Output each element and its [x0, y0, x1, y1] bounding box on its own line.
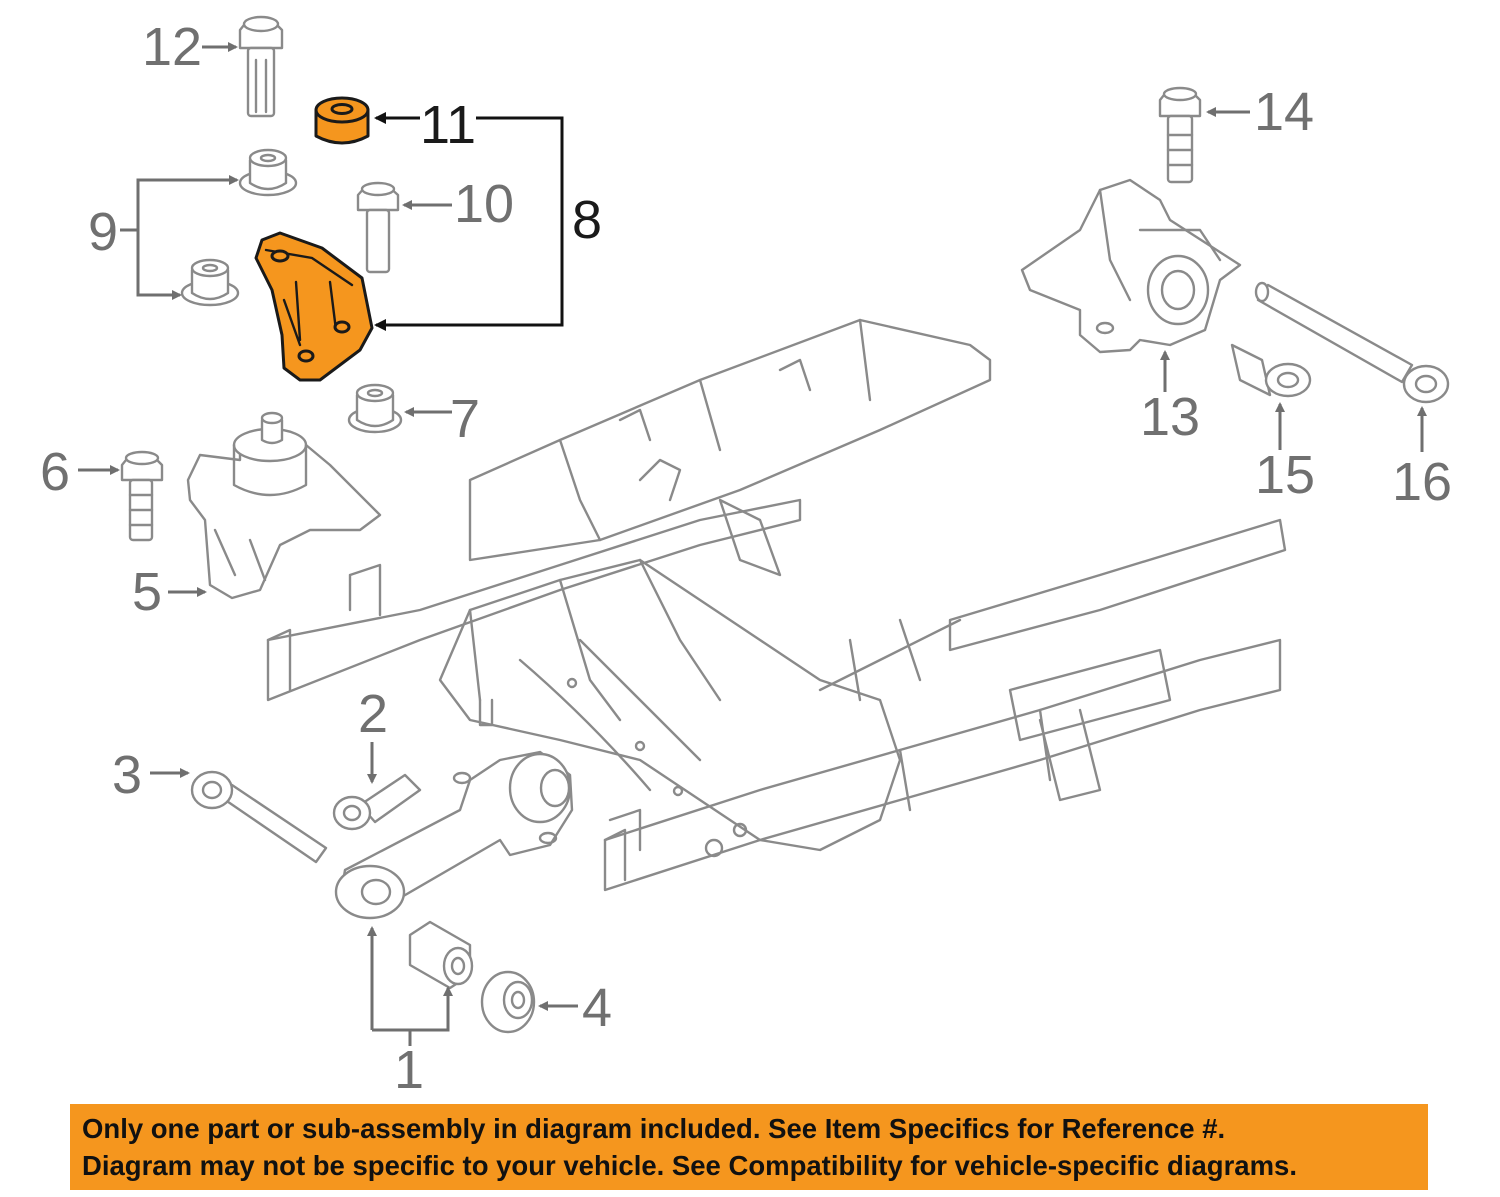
part-5-engine-mount	[186, 411, 382, 600]
part-9-lower-grommet	[180, 258, 240, 307]
part-7-grommet	[347, 383, 403, 434]
part-14-bolt	[1158, 86, 1202, 184]
callout-9: 9	[88, 202, 118, 262]
callout-4: 4	[582, 978, 612, 1038]
part-12-bolt	[238, 15, 284, 118]
frame-crossmember-drawing	[266, 318, 1287, 892]
leader-lines	[78, 42, 1427, 1046]
disclaimer-line-1: Only one part or sub-assembly in diagram…	[82, 1113, 1226, 1144]
callout-16: 16	[1392, 452, 1452, 512]
part-16-long-bolt	[1254, 281, 1450, 404]
callout-5: 5	[132, 562, 162, 622]
part-15-bolt	[1230, 343, 1312, 398]
callout-12: 12	[142, 17, 202, 77]
callout-3: 3	[112, 745, 142, 805]
part-8-highlighted-bracket	[254, 231, 374, 382]
part-6-bolt	[120, 450, 164, 542]
disclaimer-line-2: Diagram may not be specific to your vehi…	[82, 1150, 1297, 1181]
callout-10: 10	[454, 174, 514, 234]
disclaimer-banner: Only one part or sub-assembly in diagram…	[70, 1104, 1428, 1190]
part-10-bolt	[356, 181, 400, 274]
part-9-upper-grommet	[238, 148, 298, 197]
part-1-bushing	[408, 920, 474, 990]
callout-15: 15	[1255, 445, 1315, 505]
part-3-bolt	[190, 770, 328, 864]
part-2-bolt	[332, 773, 422, 831]
callout-14: 14	[1254, 82, 1314, 142]
callout-2: 2	[358, 684, 388, 744]
callout-7: 7	[450, 389, 480, 449]
callout-1: 1	[394, 1040, 424, 1100]
part-4-washer	[480, 970, 536, 1034]
callout-8: 8	[572, 190, 602, 250]
part-1-torque-rod	[334, 750, 574, 920]
callout-6: 6	[40, 442, 70, 502]
callout-13: 13	[1140, 387, 1200, 447]
callout-11: 11	[420, 95, 476, 155]
callout-labels: 12 11 10 9 8 7 6 5 2 3 4 1 14 13 15 16	[40, 17, 1452, 1100]
part-13-transmission-mount	[1020, 178, 1242, 354]
part-11-highlighted-bushing	[314, 96, 370, 145]
